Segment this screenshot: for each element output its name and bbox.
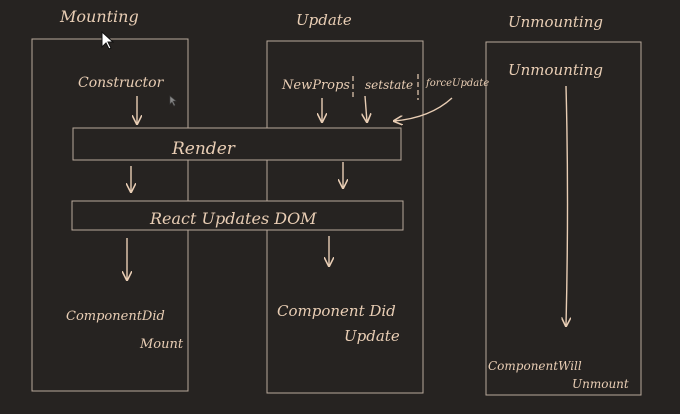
render-stage-box: [72, 127, 402, 161]
did-update-label-line2: Update: [344, 327, 400, 345]
unmounting-column-box: [485, 41, 642, 396]
constructor-label: Constructor: [78, 75, 165, 91]
set-state-label: setstate: [365, 78, 413, 92]
did-mount-label-line1: ComponentDid: [66, 309, 165, 324]
did-update-label-line1: Component Did: [277, 302, 396, 320]
mounting-title: Mounting: [59, 7, 139, 26]
render-stage-label: Render: [171, 139, 236, 159]
dom-stage-label: React Updates DOM: [149, 209, 317, 228]
will-unmount-label-line2: Unmount: [572, 377, 629, 391]
arrow-unmounting-to-will-unmount: [566, 85, 568, 326]
small-cursor-icon: [169, 95, 177, 107]
arrow-force-update-to-render: [394, 97, 453, 121]
did-mount-label-line2: Mount: [139, 337, 184, 352]
unmounting-label: Unmounting: [508, 61, 603, 79]
arrow-set-state-to-render: [365, 95, 367, 122]
unmounting-title: Unmounting: [508, 13, 603, 31]
update-title: Update: [296, 11, 352, 29]
mouse-pointer-icon: [101, 30, 115, 50]
dom-stage-box: [71, 200, 404, 231]
new-props-label: NewProps: [281, 78, 350, 93]
force-update-label: forceUpdate: [425, 78, 489, 89]
will-unmount-label-line1: ComponentWill: [488, 359, 582, 373]
